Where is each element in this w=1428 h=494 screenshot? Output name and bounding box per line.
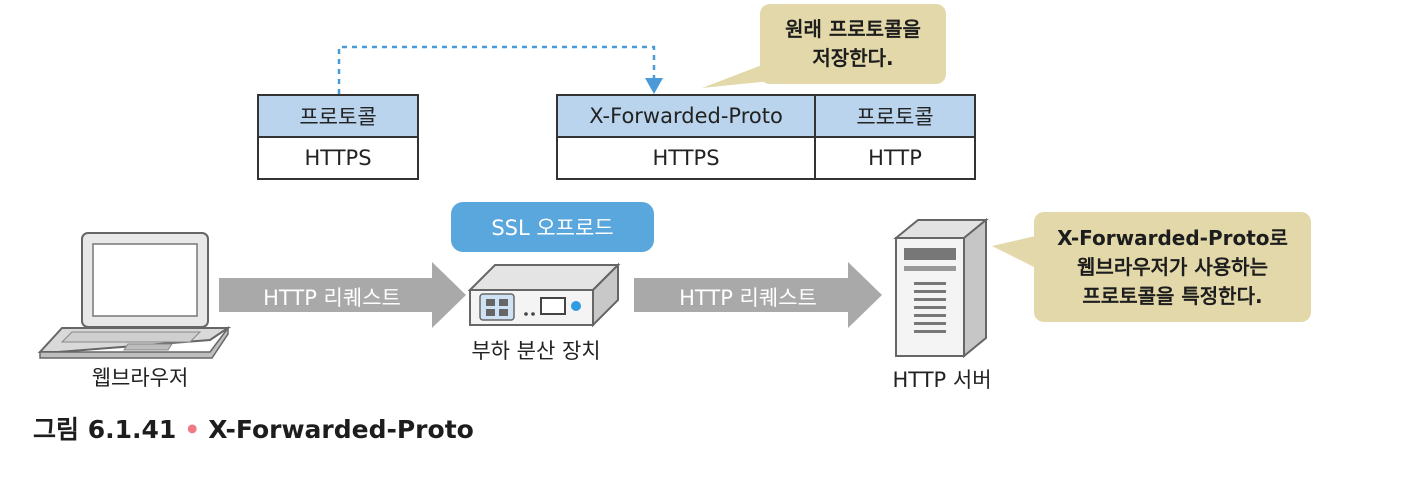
figure-caption: 그림 6.1.41•X-Forwarded-Proto <box>33 410 474 446</box>
protocol-table-left: 프로토콜 HTTPS <box>257 94 419 180</box>
caption-bullet: • <box>184 415 201 444</box>
load-balancer-label: 부하 분산 장치 <box>471 339 601 363</box>
balloon-identify-protocol: X-Forwarded-Proto로 웹브라우저가 사용하는 프로토콜을 특정한… <box>1034 212 1311 322</box>
request-arrow-label-1: HTTP 리퀘스트 <box>263 286 401 310</box>
balloon-line: 원래 프로토콜을 <box>785 17 921 41</box>
table-header-x-forwarded-proto: X-Forwarded-Proto <box>556 94 816 138</box>
dashed-connector <box>337 45 663 94</box>
balloon-right-tail <box>992 235 1040 270</box>
balloon-line: 저장한다. <box>812 46 894 70</box>
balloon-line: X-Forwarded-Proto로 <box>1057 225 1288 250</box>
request-arrow-2 <box>634 262 882 328</box>
protocol-table-right: X-Forwarded-Proto 프로토콜 HTTPS HTTP <box>556 94 976 180</box>
table-header-protocol: 프로토콜 <box>257 94 419 138</box>
server-label: HTTP 서버 <box>892 368 992 392</box>
load-balancer-icon <box>467 262 621 328</box>
balloon-line: 프로토콜을 특정한다. <box>1082 283 1263 308</box>
table-cell-http: HTTP <box>814 136 976 180</box>
browser-label: 웹브라우저 <box>91 366 189 390</box>
balloon-store-original-protocol: 원래 프로토콜을 저장한다. <box>760 4 946 84</box>
server-icon <box>893 217 989 359</box>
figure-title: X-Forwarded-Proto <box>208 415 474 444</box>
balloon-line: 웹브라우저가 사용하는 <box>1077 254 1268 279</box>
laptop-icon <box>37 232 232 359</box>
figure-number: 그림 6.1.41 <box>33 415 177 444</box>
request-arrow-label-2: HTTP 리퀘스트 <box>679 286 817 310</box>
ssl-offload-badge: SSL 오프로드 <box>451 202 654 252</box>
table-header-protocol: 프로토콜 <box>814 94 976 138</box>
table-cell-https: HTTPS <box>556 136 816 180</box>
request-arrow-1 <box>219 262 466 328</box>
table-cell-https: HTTPS <box>257 136 419 180</box>
